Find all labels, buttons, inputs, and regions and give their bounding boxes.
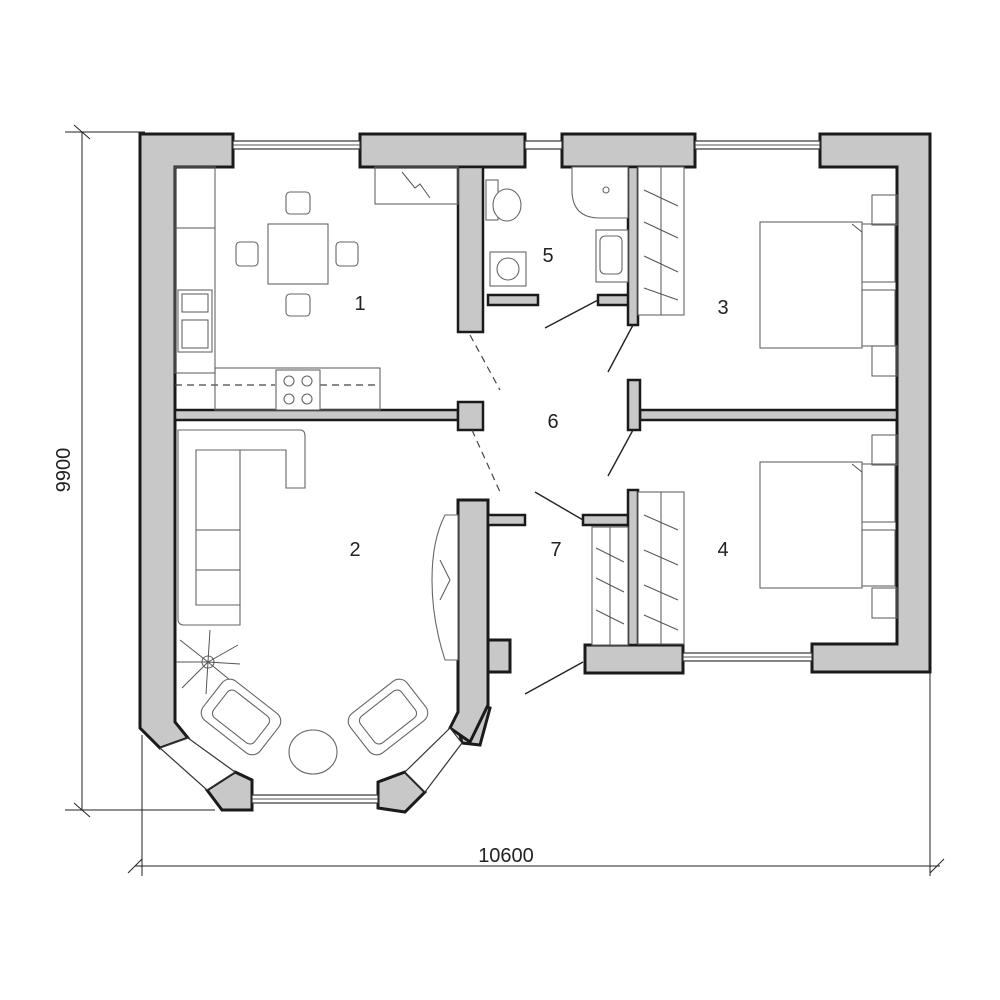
armchair-right-icon (347, 678, 429, 756)
wardrobe-top (637, 166, 685, 316)
room-number-2: 2 (349, 539, 360, 561)
bed-room-3-icon (759, 194, 898, 377)
sofa-icon (177, 429, 306, 626)
kitchen-sink-icon (177, 289, 213, 353)
bathroom-fixtures (485, 166, 629, 287)
room-number-7: 7 (550, 539, 561, 561)
stove-icon (275, 369, 321, 411)
wardrobe-bottom-right (637, 491, 685, 645)
shower-icon (571, 166, 629, 219)
dining-table-icon (235, 191, 359, 317)
tv-stand-icon (431, 514, 459, 661)
exterior-walls (138, 132, 932, 814)
dimension-height: 9900 (53, 448, 75, 493)
openings (175, 334, 501, 493)
bed-room-4-icon (759, 434, 898, 619)
dimension-lines (65, 124, 945, 876)
armchair-left-icon (200, 678, 282, 756)
plant-icon (176, 629, 241, 695)
room-number-5: 5 (542, 245, 553, 267)
room-number-3: 3 (717, 297, 728, 319)
washing-machine-icon (489, 251, 527, 287)
washbasin-icon (595, 229, 629, 283)
room-number-4: 4 (717, 539, 728, 561)
windows (158, 140, 821, 804)
coffee-table-icon (288, 729, 338, 775)
room-number-1: 1 (354, 293, 365, 315)
chimney-icon (374, 166, 459, 205)
room-number-6: 6 (547, 411, 558, 433)
interior-walls (173, 165, 899, 647)
toilet-icon (485, 179, 522, 222)
dimension-width: 10600 (478, 845, 534, 867)
kitchen-furniture (174, 166, 459, 411)
wardrobe-bottom-left (591, 526, 629, 646)
doors (524, 299, 634, 695)
